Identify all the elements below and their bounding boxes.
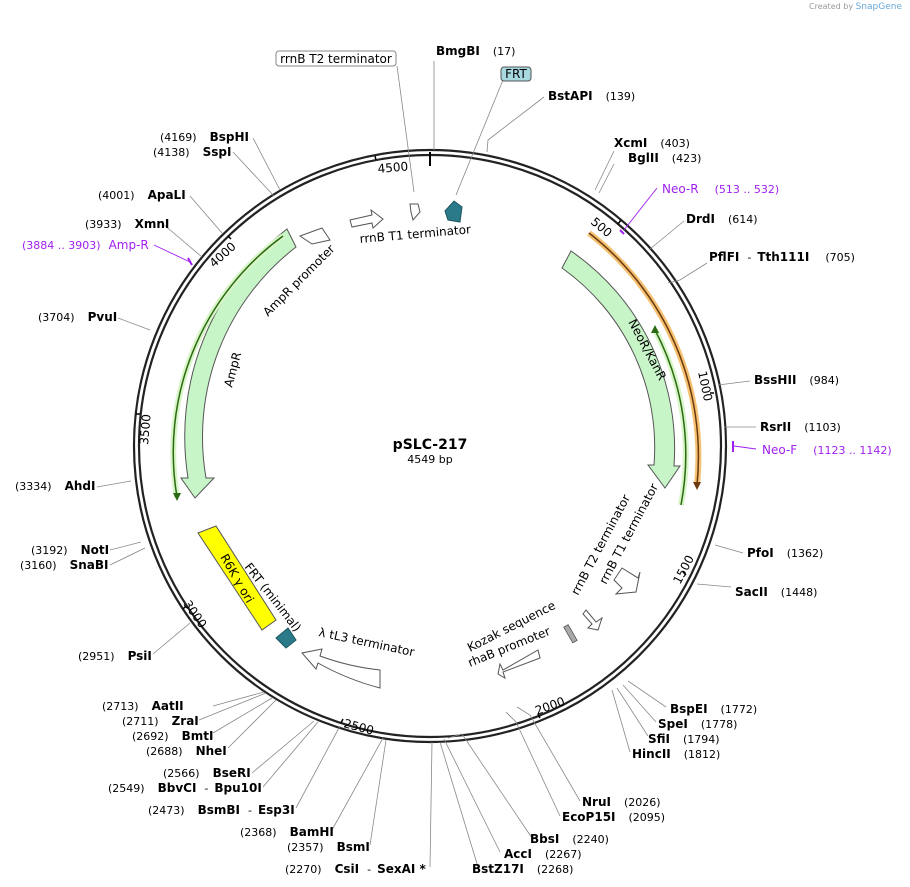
site-nhei[interactable]: (2688)NheI: [146, 744, 227, 758]
primer-labels: Neo-R(513 .. 532) Neo-F(1123 .. 1142) (3…: [22, 182, 892, 457]
boxed-labels: rrnB T2 terminator FRT: [275, 50, 532, 196]
site-drdi[interactable]: DrdI(614): [686, 212, 758, 226]
tick-mark: [182, 605, 187, 610]
frt-box-label: FRT: [505, 67, 527, 81]
tick-label-3500: 3500: [137, 414, 154, 446]
rrnb-t2-box-label: rrnB T2 terminator: [280, 52, 392, 66]
feature-arcs: [170, 200, 734, 689]
tick-label-2000: 2000: [533, 694, 566, 718]
plasmid-name: pSLC-217: [393, 437, 468, 453]
tick-label-2500: 2500: [342, 716, 375, 737]
site-bbsi[interactable]: BbsI(2240): [530, 832, 609, 846]
primer-neo-f[interactable]: Neo-F(1123 .. 1142): [762, 443, 892, 457]
site-pflfi-tth111i[interactable]: PflFI-Tth111I(705): [709, 250, 855, 264]
site-bglii[interactable]: BglII(423): [628, 151, 701, 165]
leader-line: [396, 65, 415, 193]
site-xmni[interactable]: (3933)XmnI: [85, 217, 169, 231]
site-nrui[interactable]: NruI(2026): [582, 795, 661, 809]
site-bbvci-bpu10i[interactable]: (2549)BbvCI-Bpu10I: [108, 781, 262, 795]
backbone-outer: [132, 148, 728, 744]
site-acci[interactable]: AccI(2267): [504, 847, 582, 861]
site-sspi[interactable]: (4138)SspI: [153, 145, 231, 159]
site-zrai[interactable]: (2711)ZraI: [122, 714, 199, 728]
site-bseri[interactable]: (2566)BseRI: [163, 766, 251, 780]
site-sfii[interactable]: SfiI(1794): [648, 732, 720, 746]
tick-label-4000: 4000: [207, 239, 239, 270]
rrnb-t2-lower-arrow[interactable]: [582, 609, 603, 631]
rhab-promoter-arrow[interactable]: [497, 649, 541, 680]
r6k-ori-block[interactable]: [197, 525, 277, 631]
tick-mark: [227, 235, 232, 240]
amp-green-line: [172, 235, 284, 498]
lambda-tl3-arrow[interactable]: [301, 648, 381, 689]
site-bamhi[interactable]: (2368)BamHI: [240, 825, 334, 839]
tick-mark: [340, 718, 344, 724]
tick-mark: [537, 713, 541, 719]
brand-name: SnapGene: [855, 2, 902, 12]
tick-mark: [617, 219, 622, 225]
neo-brown-arrowhead: [693, 482, 701, 490]
rrnb-t2-box: [275, 50, 397, 67]
site-pvui[interactable]: (3704)PvuI: [38, 310, 117, 324]
tick-mark: [682, 571, 687, 576]
primer-amp-r[interactable]: (3884 .. 3903)Amp-R: [22, 238, 149, 252]
primer-leaders: [153, 187, 757, 450]
site-bsmi[interactable]: (2357)BsmI: [287, 840, 370, 854]
site-bmti[interactable]: (2692)BmtI: [132, 729, 213, 743]
site-leaders: [96, 61, 756, 868]
neo-green-arrowhead: [651, 325, 659, 333]
site-ecop15i[interactable]: EcoP15I(2095): [562, 810, 665, 824]
rrnb-t1-lower-arrow[interactable]: [613, 567, 641, 595]
site-bmgbi[interactable]: BmgBI(17): [436, 44, 515, 58]
brand-prefix: Created by: [809, 2, 854, 11]
site-bstz17i[interactable]: BstZ17I(2268): [472, 862, 573, 876]
frt-box: [500, 66, 532, 82]
site-csii-sexai[interactable]: (2270)CsiI-SexAI *: [285, 862, 427, 876]
ampr-promoter-arrow[interactable]: [298, 227, 331, 245]
plasmid-length: 4549 bp: [407, 453, 452, 466]
frt-top-arrow[interactable]: [444, 200, 463, 223]
tick-label-3000: 3000: [181, 598, 210, 631]
site-snabi[interactable]: (3160)SnaBI: [20, 558, 108, 572]
site-spei[interactable]: SpeI(1778): [658, 717, 737, 731]
tick-mark: [374, 155, 377, 161]
frt-bottom-arrow[interactable]: [275, 627, 297, 649]
site-bsshii[interactable]: BssHII(984): [754, 373, 839, 387]
rrnb-t1-top-arrow[interactable]: [349, 208, 384, 229]
site-sacii[interactable]: SacII(1448): [735, 585, 817, 599]
site-psii[interactable]: (2951)PsiI: [78, 649, 152, 663]
site-aatii[interactable]: (2713)AatII: [102, 699, 184, 713]
tick-label-1000: 1000: [695, 370, 715, 403]
site-labels: BmgBI(17) BstAPI(139) XcmI(403) BglII(42…: [15, 44, 855, 876]
site-pfoi[interactable]: PfoI(1362): [747, 546, 823, 560]
primer-neo-r-mark: [619, 229, 625, 235]
primer-neo-r[interactable]: Neo-R(513 .. 532): [662, 182, 779, 196]
amp-green-arrowhead: [173, 493, 181, 501]
site-xcmi[interactable]: XcmI(403): [614, 136, 690, 150]
site-bsphi[interactable]: (4169)BspHI: [160, 130, 249, 144]
label-ampr: AmpR: [221, 351, 244, 389]
snapgene-brand: Created by SnapGene: [809, 2, 902, 12]
primer-amp-r-mark: [187, 257, 193, 266]
site-rsrii[interactable]: RsrII(1103): [760, 420, 841, 434]
leader-line: [455, 79, 504, 196]
site-bspei[interactable]: BspEI(1772): [670, 702, 757, 716]
neor-kanr-arrow[interactable]: [561, 250, 681, 489]
site-apali[interactable]: (4001)ApaLI: [98, 188, 186, 202]
kozak-block[interactable]: [563, 624, 578, 644]
label-lambda-tl3: λ tL3 terminator: [317, 625, 415, 659]
site-hincii[interactable]: HincII(1812): [632, 747, 720, 761]
site-ahdi[interactable]: (3334)AhdI: [15, 479, 95, 493]
tick-label-4500: 4500: [377, 159, 409, 176]
site-noti[interactable]: (3192)NotI: [31, 543, 109, 557]
site-bsmbi-esp3i[interactable]: (2473)BsmBI-Esp3I: [148, 803, 295, 817]
neo-brown-line: [588, 232, 700, 486]
rrnb-t2-top-arrow[interactable]: [409, 203, 421, 222]
site-bstapi[interactable]: BstAPI(139): [548, 89, 635, 103]
neo-green-line: [654, 329, 687, 506]
